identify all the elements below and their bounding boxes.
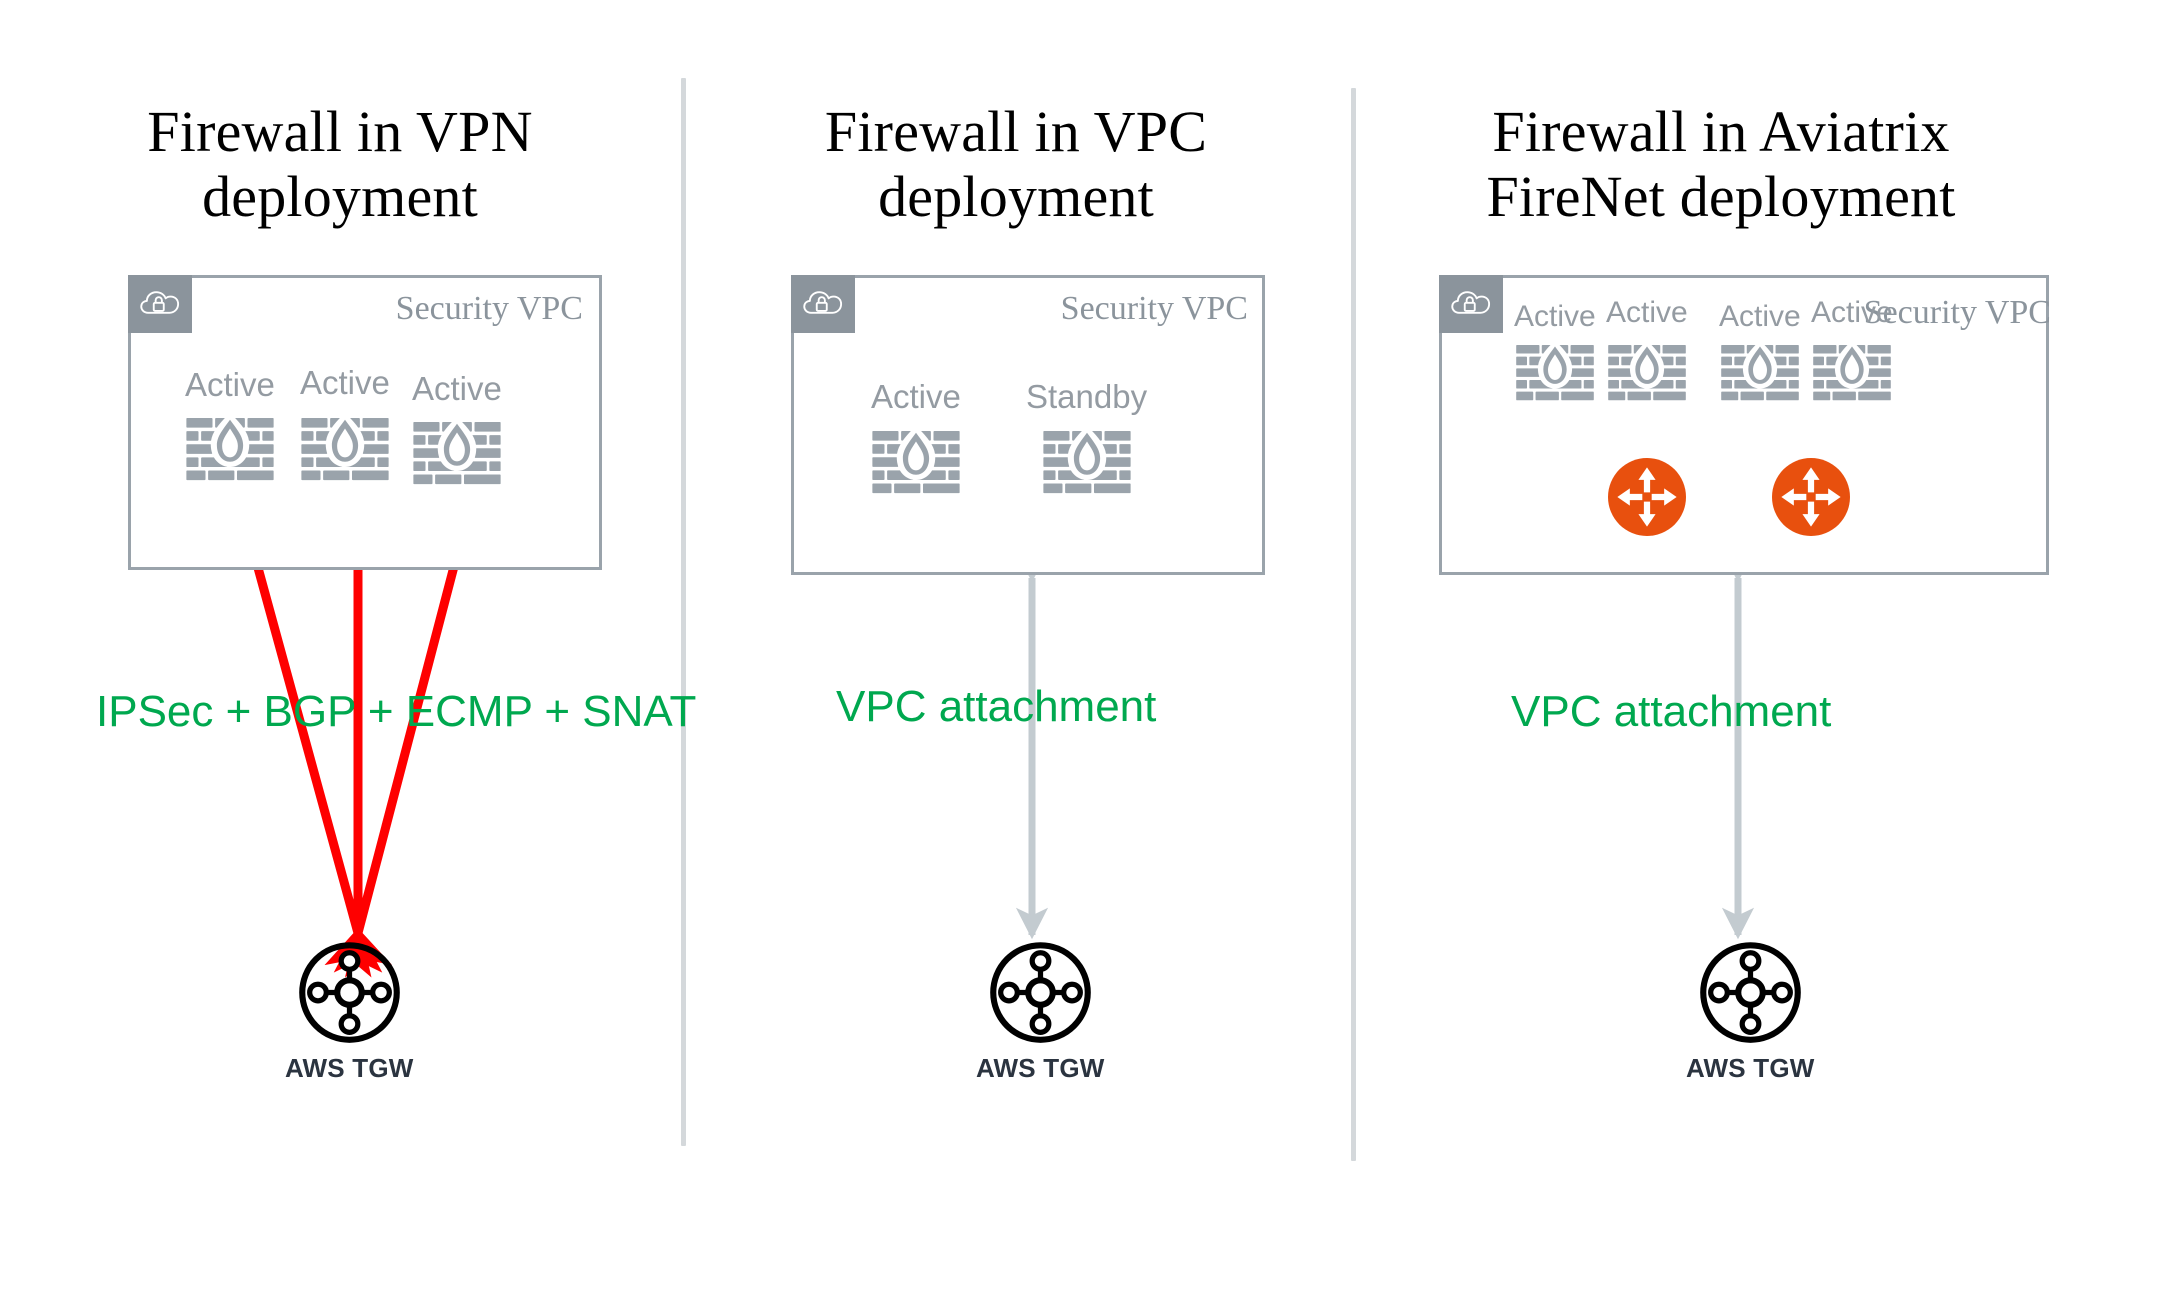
aws-tgw-node[interactable]: AWS TGW (285, 940, 414, 1084)
firewall-state-label: Active (1514, 300, 1596, 333)
aws-tgw-label: AWS TGW (976, 1053, 1105, 1083)
aviatrix-gateway-icon (1608, 458, 1686, 536)
cloud-lock-icon (791, 275, 855, 333)
connection-label-vpc: VPC attachment (836, 682, 1157, 731)
firewall-icon (1516, 345, 1594, 401)
firewall-node[interactable]: Active (871, 380, 961, 494)
firewall-icon (1608, 345, 1686, 401)
cloud-lock-icon (1439, 275, 1503, 333)
firewall-icon (1813, 345, 1891, 401)
firewall-node[interactable]: Active (1606, 298, 1688, 401)
firewall-state-label: Active (1811, 296, 1893, 329)
panel-vpc: Firewall in VPC deployment Security VPC … (681, 0, 1351, 1290)
connection-label-vpn: IPSec + BGP + ECMP + SNAT (96, 687, 697, 736)
firewall-node[interactable]: Active (185, 368, 275, 481)
cloud-lock-icon (128, 275, 192, 333)
panel-title-firenet: Firewall in Aviatrix FireNet deployment (1486, 99, 1956, 229)
firewall-state-label: Active (300, 364, 390, 401)
firewall-state-label: Active (412, 370, 502, 407)
vpc-label-vpc: Security VPC (1060, 290, 1248, 327)
transit-gateway-icon (1698, 940, 1803, 1045)
vpc-label-vpn: Security VPC (395, 290, 583, 327)
panel-divider-2 (1351, 88, 1356, 1161)
firewall-state-label: Active (1606, 296, 1688, 329)
transit-gateway-icon (297, 940, 402, 1045)
aws-tgw-node[interactable]: AWS TGW (976, 940, 1105, 1084)
firewall-node[interactable]: Active (1719, 302, 1801, 401)
panel-vpn: Firewall in VPN deployment Security VPC … (0, 0, 696, 1290)
vpc-box-firenet: Security VPC (1439, 275, 2051, 575)
firewall-state-label: Active (871, 378, 961, 415)
firewall-icon (1721, 345, 1799, 401)
firewall-state-label: Active (1719, 300, 1801, 333)
aviatrix-gateway-node[interactable] (1608, 458, 1686, 541)
firewall-node[interactable]: Active (1811, 298, 1893, 401)
panel-title-vpc: Firewall in VPC deployment (824, 99, 1208, 229)
panel-title-vpn: Firewall in VPN deployment (147, 99, 533, 229)
firewall-icon (301, 418, 389, 481)
firewall-node[interactable]: Active (1514, 302, 1596, 401)
firewall-state-label: Standby (1026, 378, 1148, 415)
aws-tgw-node[interactable]: AWS TGW (1686, 940, 1815, 1084)
firewall-node[interactable]: Active (300, 366, 390, 481)
connection-label-firenet: VPC attachment (1511, 687, 1832, 736)
panel-firenet: Firewall in Aviatrix FireNet deployment … (1351, 0, 2178, 1290)
aviatrix-gateway-node[interactable] (1772, 458, 1850, 541)
firewall-node[interactable]: Active (412, 372, 502, 485)
firewall-node[interactable]: Standby (1026, 380, 1147, 494)
transit-gateway-icon (988, 940, 1093, 1045)
firewall-icon (186, 418, 274, 481)
panel-divider-1 (681, 78, 686, 1146)
firewall-icon (1043, 431, 1131, 494)
aws-tgw-label: AWS TGW (1686, 1053, 1815, 1083)
firewall-state-label: Active (185, 366, 275, 403)
firewall-icon (872, 431, 960, 494)
aviatrix-gateway-icon (1772, 458, 1850, 536)
firewall-icon (413, 422, 501, 485)
vpc-box-vpc: Security VPC (791, 275, 1265, 575)
aws-tgw-label: AWS TGW (285, 1053, 414, 1083)
vpc-label-firenet: Security VPC (1863, 294, 2051, 331)
